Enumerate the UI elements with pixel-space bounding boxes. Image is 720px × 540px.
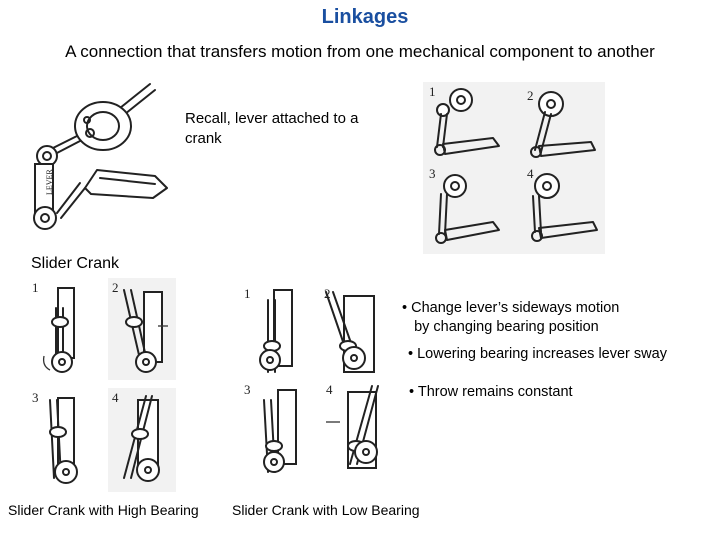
crank-number-3: 3 [429, 166, 436, 181]
high-number-1: 1 [32, 280, 39, 295]
bullet-lowering-bearing: • Lowering bearing increases lever sway [408, 345, 667, 364]
high-step-3: 3 [32, 390, 77, 483]
low-step-3: 3 [244, 382, 296, 472]
caption-high-bearing: Slider Crank with High Bearing [8, 502, 199, 518]
lever-tag: LEVER [45, 169, 54, 195]
crank-number-2: 2 [527, 88, 534, 103]
caption-low-bearing: Slider Crank with Low Bearing [232, 502, 420, 518]
low-step-1: 1 [244, 286, 292, 372]
high-bearing-illustration: 1 2 3 4 [28, 278, 178, 493]
slider-crank-heading: Slider Crank [31, 255, 119, 273]
high-step-1: 1 [32, 280, 74, 372]
low-number-1: 1 [244, 286, 251, 301]
lever-crank-illustration: LEVER [25, 78, 175, 238]
recall-text: Recall, lever attached to a crank [185, 109, 375, 149]
low-step-4: 4 [326, 382, 378, 468]
bullet-throw-constant: • Throw remains constant [409, 383, 573, 402]
low-number-3: 3 [244, 382, 251, 397]
low-bearing-illustration: 1 2 3 4 [240, 282, 390, 494]
low-step-2: 2 [324, 286, 374, 372]
low-number-4: 4 [326, 382, 333, 397]
high-number-2: 2 [112, 280, 119, 295]
page-title: Linkages [0, 6, 720, 29]
bullet-sideways-motion: • Change lever’s sideways motion by chan… [402, 299, 619, 337]
high-number-4: 4 [112, 390, 119, 405]
crank-number-4: 4 [527, 166, 534, 181]
crank-number-1: 1 [429, 84, 436, 99]
high-number-3: 3 [32, 390, 39, 405]
crank-sequence-illustration: 1 2 3 4 [423, 82, 605, 254]
page-subtitle: A connection that transfers motion from … [0, 42, 720, 62]
